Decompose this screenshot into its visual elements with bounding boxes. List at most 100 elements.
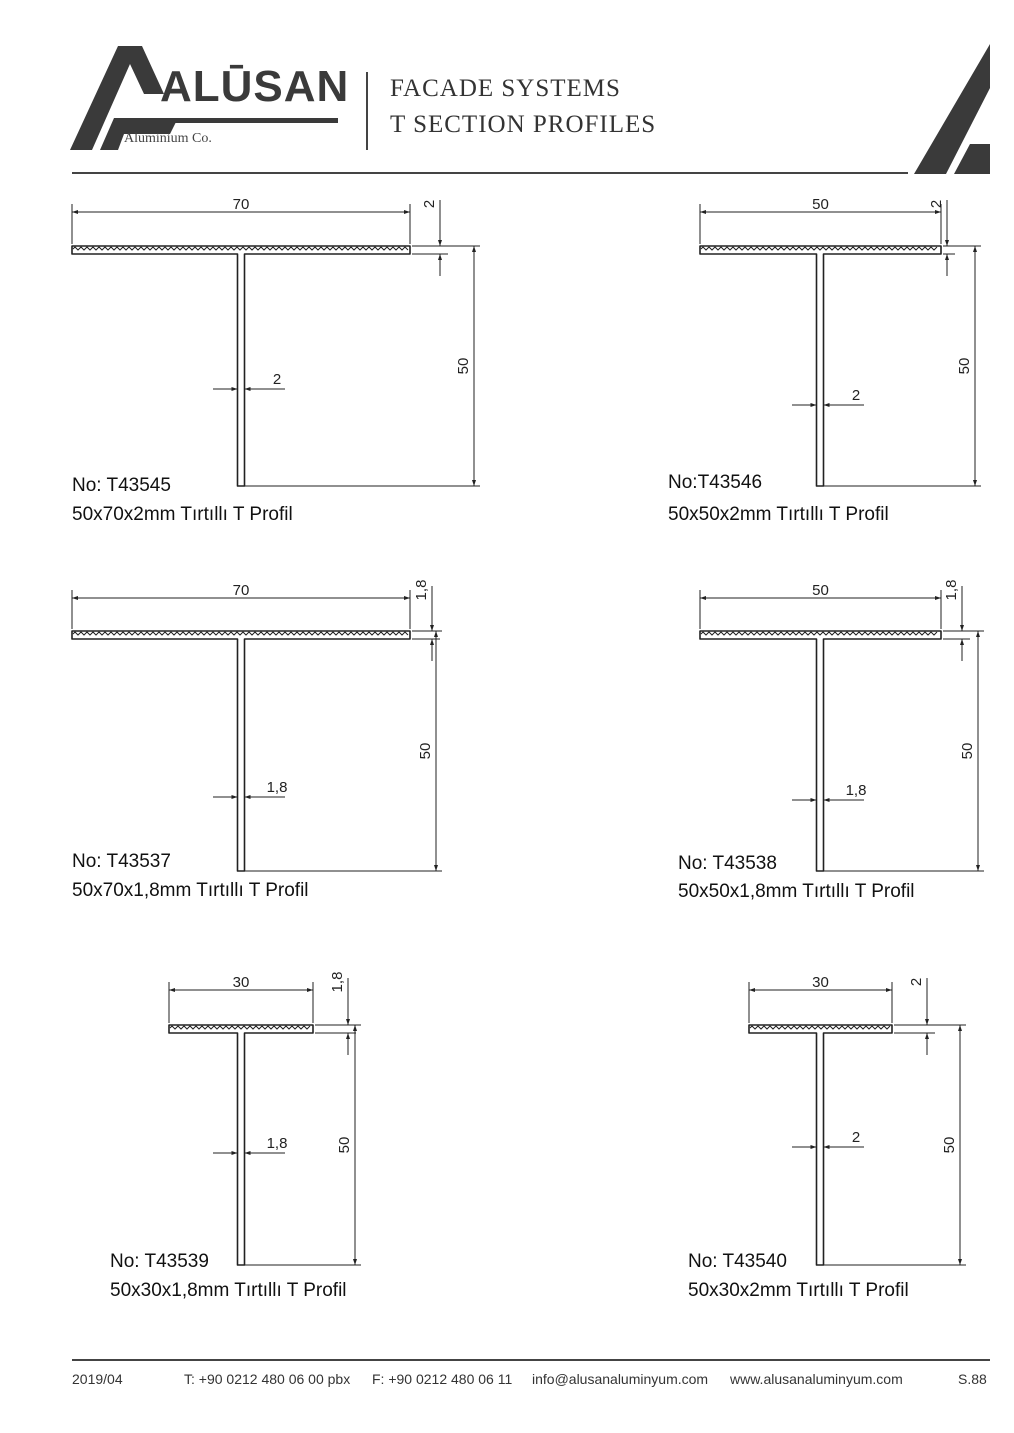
web-dimension-label: 1,8	[267, 779, 288, 796]
dimension-arrow	[958, 1259, 962, 1265]
dimension-arrow	[353, 1259, 357, 1265]
alusan-logo-mark	[70, 46, 178, 150]
dimension-arrow	[886, 988, 892, 992]
profile-description: 50x30x2mm Tırtıllı T Profil	[688, 1280, 909, 1301]
dimension-arrow	[810, 798, 817, 802]
dimension-arrow	[404, 210, 410, 214]
flange-dimension-label: 1,8	[943, 580, 960, 601]
width-dimension-label: 50	[812, 582, 829, 599]
dimension-arrow	[925, 1033, 929, 1039]
profile-number: No: T43540	[688, 1251, 787, 1272]
dimension-arrow	[307, 988, 313, 992]
serrated-surface	[749, 1025, 891, 1030]
dimension-arrow	[353, 1025, 357, 1031]
width-dimension-label: 30	[812, 974, 829, 991]
flange-dimension-label: 1,8	[413, 580, 430, 601]
dimension-arrow	[925, 1019, 929, 1025]
profile-number: No: T43538	[678, 853, 777, 874]
dimension-arrow	[976, 631, 980, 637]
brand-underline	[120, 118, 338, 123]
dimension-arrow	[960, 639, 964, 645]
dimension-arrow	[960, 625, 964, 631]
profile-number: No:T43546	[668, 472, 763, 493]
dimension-arrow	[72, 596, 78, 600]
dimension-arrow	[438, 254, 442, 260]
dimension-arrow	[430, 639, 434, 645]
dimension-arrow	[976, 865, 980, 871]
dimension-arrow	[244, 387, 251, 391]
dimension-arrow	[810, 403, 817, 407]
page-number: S.88	[958, 1371, 987, 1387]
t-profile-outline	[71, 630, 411, 872]
footer-date: 2019/04	[72, 1371, 123, 1387]
dimension-arrow	[346, 1033, 350, 1039]
dimension-arrow	[430, 625, 434, 631]
height-dimension-label: 50	[417, 743, 434, 760]
dimension-arrow	[434, 865, 438, 871]
t-profile-outline	[168, 1024, 314, 1266]
t-profile-outline	[699, 245, 942, 487]
height-dimension-label: 50	[336, 1137, 353, 1154]
profile-description: 50x50x1,8mm Tırtıllı T Profil	[678, 881, 915, 902]
dimension-arrow	[404, 596, 410, 600]
t-profile-outline	[71, 245, 411, 487]
header-rule	[72, 172, 908, 174]
dimension-arrow	[810, 1145, 817, 1149]
dimension-arrow	[346, 1019, 350, 1025]
t-profile-outline	[699, 630, 942, 872]
profile-number: No: T43545	[72, 475, 171, 496]
dimension-arrow	[700, 210, 706, 214]
dimension-arrow	[472, 480, 476, 486]
web-dimension-label: 2	[852, 1129, 860, 1146]
corner-logo-mark	[914, 44, 990, 174]
dimension-arrow	[169, 988, 175, 992]
footer-phone: T: +90 0212 480 06 00 pbx	[184, 1371, 351, 1387]
serrated-surface	[700, 631, 938, 636]
dimension-arrow	[945, 254, 949, 260]
dimension-arrow	[244, 795, 251, 799]
footer-rule	[72, 1359, 990, 1361]
dimension-arrow	[700, 596, 706, 600]
dimension-arrow	[935, 596, 941, 600]
width-dimension-label: 30	[233, 974, 250, 991]
dimension-arrow	[823, 403, 830, 407]
width-dimension-label: 50	[812, 196, 829, 213]
width-dimension-label: 70	[233, 196, 250, 213]
dimension-arrow	[231, 795, 238, 799]
flange-dimension-label: 2	[421, 200, 438, 208]
footer-fax: F: +90 0212 480 06 11	[372, 1371, 513, 1387]
dimension-arrow	[231, 387, 238, 391]
serrated-surface	[72, 631, 409, 636]
dimension-arrow	[244, 1151, 251, 1155]
page-title-line1: FACADE SYSTEMS	[390, 75, 621, 102]
dimension-arrow	[935, 210, 941, 214]
dimension-arrow	[823, 1145, 830, 1149]
dimension-arrow	[945, 240, 949, 246]
dimension-arrow	[823, 798, 830, 802]
dimension-arrow	[438, 240, 442, 246]
serrated-surface	[169, 1025, 311, 1030]
profile-description: 50x50x2mm Tırtıllı T Profil	[668, 504, 889, 525]
serrated-surface	[72, 246, 409, 251]
flange-dimension-label: 2	[928, 200, 945, 208]
height-dimension-label: 50	[959, 743, 976, 760]
page-title-line2: T SECTION PROFILES	[390, 111, 657, 138]
web-dimension-label: 2	[273, 371, 281, 388]
web-dimension-label: 1,8	[267, 1135, 288, 1152]
profile-number: No: T43537	[72, 851, 171, 872]
profile-description: 50x30x1,8mm Tırtıllı T Profil	[110, 1280, 347, 1301]
profile-number: No: T43539	[110, 1251, 209, 1272]
dimension-arrow	[472, 246, 476, 252]
brand-name: ALŪSAN	[160, 62, 350, 111]
profile-description: 50x70x1,8mm Tırtıllı T Profil	[72, 880, 309, 901]
web-dimension-label: 2	[852, 387, 860, 404]
height-dimension-label: 50	[941, 1137, 958, 1154]
profile-description: 50x70x2mm Tırtıllı T Profil	[72, 504, 293, 525]
footer-website[interactable]: www.alusanaluminyum.com	[730, 1371, 903, 1387]
t-profile-outline	[748, 1024, 893, 1266]
footer-email[interactable]: info@alusanaluminyum.com	[532, 1371, 709, 1387]
brand-subtitle: Aluminium Co.	[124, 131, 212, 146]
dimension-arrow	[231, 1151, 238, 1155]
dimension-arrow	[973, 480, 977, 486]
